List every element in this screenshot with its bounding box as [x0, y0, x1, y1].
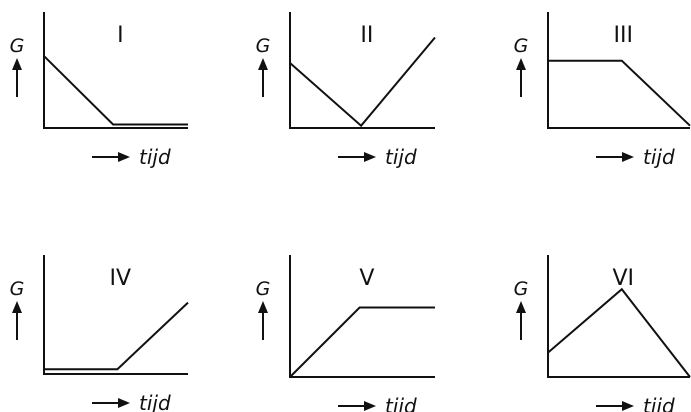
panel-label: III — [614, 23, 633, 48]
x-axis-label: tijd — [385, 145, 417, 169]
y-arrow-head-icon — [258, 58, 268, 70]
y-axis-label: G — [10, 35, 25, 57]
curve-line — [44, 301, 189, 371]
curve-line — [43, 55, 188, 126]
axes — [43, 255, 188, 375]
curve-line — [548, 59, 691, 127]
x-arrow-head-icon — [364, 152, 376, 162]
x-axis-label: tijd — [385, 394, 417, 412]
y-axis-label: G — [256, 278, 271, 300]
panel-label: IV — [110, 266, 132, 291]
y-axis-label: G — [256, 35, 271, 57]
curve-line — [289, 36, 436, 128]
curve-line — [547, 287, 691, 378]
panel-label: VI — [612, 266, 634, 291]
x-arrow-head-icon — [622, 152, 634, 162]
axes — [547, 255, 690, 378]
y-arrow-head-icon — [12, 301, 22, 313]
y-arrow-head-icon — [516, 301, 526, 313]
x-arrow-head-icon — [364, 401, 376, 411]
y-arrow-head-icon — [516, 58, 526, 70]
panel-label: V — [359, 266, 374, 291]
curve-line — [289, 306, 435, 378]
x-axis-label: tijd — [643, 145, 675, 169]
x-axis-label: tijd — [139, 145, 171, 169]
y-arrow-head-icon — [258, 301, 268, 313]
x-arrow-head-icon — [622, 401, 634, 411]
panel-label: II — [360, 23, 373, 48]
axes — [43, 12, 188, 129]
axes — [547, 12, 690, 129]
y-axis-label: G — [514, 278, 529, 300]
y-axis-label: G — [514, 35, 529, 57]
y-axis-label: G — [10, 278, 25, 300]
x-arrow-head-icon — [118, 398, 130, 408]
x-arrow-head-icon — [118, 152, 130, 162]
y-arrow-head-icon — [12, 58, 22, 70]
x-axis-label: tijd — [643, 394, 675, 412]
panel-label: I — [117, 23, 124, 48]
axes — [289, 12, 435, 129]
x-axis-label: tijd — [139, 391, 171, 412]
